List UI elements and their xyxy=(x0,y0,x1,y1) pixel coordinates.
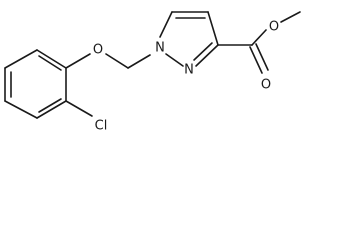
bond-c3-n2-double xyxy=(193,42,213,61)
bond-ring-to-chlorine xyxy=(65,100,93,117)
bond-ring-to-oxygen xyxy=(65,53,91,69)
benzene-ring xyxy=(4,49,67,119)
bond-carbonyl-to-oxygen-ester xyxy=(251,29,267,46)
atom-label-nitrogen-2: N xyxy=(184,63,194,78)
atom-labels: O N N O O Cl xyxy=(93,20,279,134)
bond-n2-n1 xyxy=(165,53,184,67)
pyrazole-ring xyxy=(159,11,219,67)
bond-oxygen-to-ch2 xyxy=(105,53,129,69)
bond-ring-double-3 xyxy=(38,98,62,113)
bond-ch2-to-n1 xyxy=(127,54,151,69)
chemical-structure: O N N O O Cl xyxy=(4,11,301,134)
bond-oxygen-ester-to-methyl xyxy=(280,11,301,23)
methyl-ester-group xyxy=(217,11,301,74)
bond-carbonyl-double-2 xyxy=(255,43,269,71)
bond-c3-n2 xyxy=(195,44,219,67)
bond-ring-a5-a6 xyxy=(36,100,67,119)
bond-carbonyl-double-1 xyxy=(249,46,263,74)
bond-ring-a3-a4 xyxy=(36,49,67,69)
bond-c4-c3 xyxy=(207,11,219,46)
bond-ring-a2-a3 xyxy=(4,49,38,69)
atom-label-nitrogen-1: N xyxy=(155,41,165,56)
atom-label-oxygen-ester: O xyxy=(269,20,279,35)
atom-label-oxygen-ether: O xyxy=(93,43,103,58)
bond-ring-a6-a1 xyxy=(4,100,38,119)
bond-ring-double-2 xyxy=(38,55,62,71)
bond-n1-c5 xyxy=(159,11,173,38)
atom-label-chlorine: Cl xyxy=(95,119,108,134)
ether-linkage xyxy=(65,53,151,69)
atom-label-oxygen-carbonyl: O xyxy=(261,78,271,93)
